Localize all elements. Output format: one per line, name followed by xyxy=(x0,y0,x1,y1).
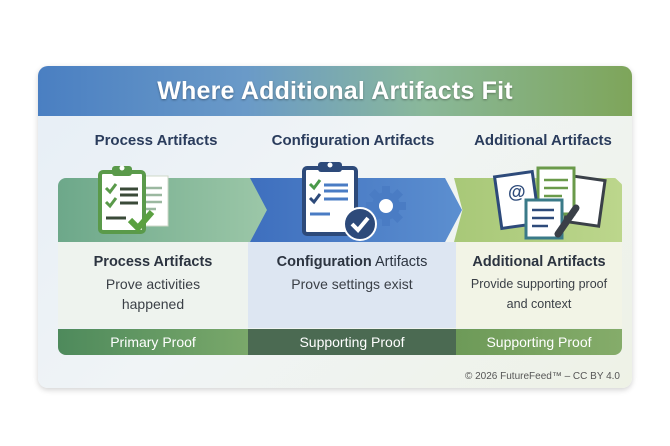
diagram-title: Where Additional Artifacts Fit xyxy=(157,76,513,105)
process-description: Prove activities happened xyxy=(105,276,201,312)
documents-email-pen-icon: @ xyxy=(492,166,607,240)
column-header-additional: Additional Artifacts xyxy=(474,132,612,149)
configuration-description: Prove settings exist xyxy=(291,276,413,292)
copyright-notice: © 2026 FutureFeed™ – CC BY 4.0 xyxy=(464,371,620,382)
clipboard-checklist-icon xyxy=(98,165,169,234)
additional-footer: Supporting Proof xyxy=(456,329,622,355)
configuration-title-bold: Configuration xyxy=(276,254,372,270)
column-header-process: Process Artifacts xyxy=(94,132,218,149)
clipboard-gear-check-icon xyxy=(302,162,406,241)
process-panel: Process Artifacts Prove activities happe… xyxy=(58,242,248,328)
additional-description: Provide supporting proof and context xyxy=(470,277,608,311)
additional-title: Additional Artifacts xyxy=(472,254,606,270)
diagram-card: Where Additional Artifacts Fit Process A… xyxy=(38,66,632,388)
process-title: Process Artifacts xyxy=(93,254,213,270)
title-banner: Where Additional Artifacts Fit xyxy=(38,66,632,116)
process-footer: Primary Proof xyxy=(58,329,248,355)
svg-text:@: @ xyxy=(508,182,526,202)
column-header-configuration: Configuration Artifacts xyxy=(271,132,435,149)
additional-panel: Additional Artifacts Provide supporting … xyxy=(456,242,622,328)
configuration-title-rest: Artifacts xyxy=(371,254,428,270)
configuration-title: Configuration Artifacts xyxy=(248,254,456,270)
configuration-footer: Supporting Proof xyxy=(248,329,456,355)
configuration-panel: Configuration Artifacts Prove settings e… xyxy=(248,242,456,328)
